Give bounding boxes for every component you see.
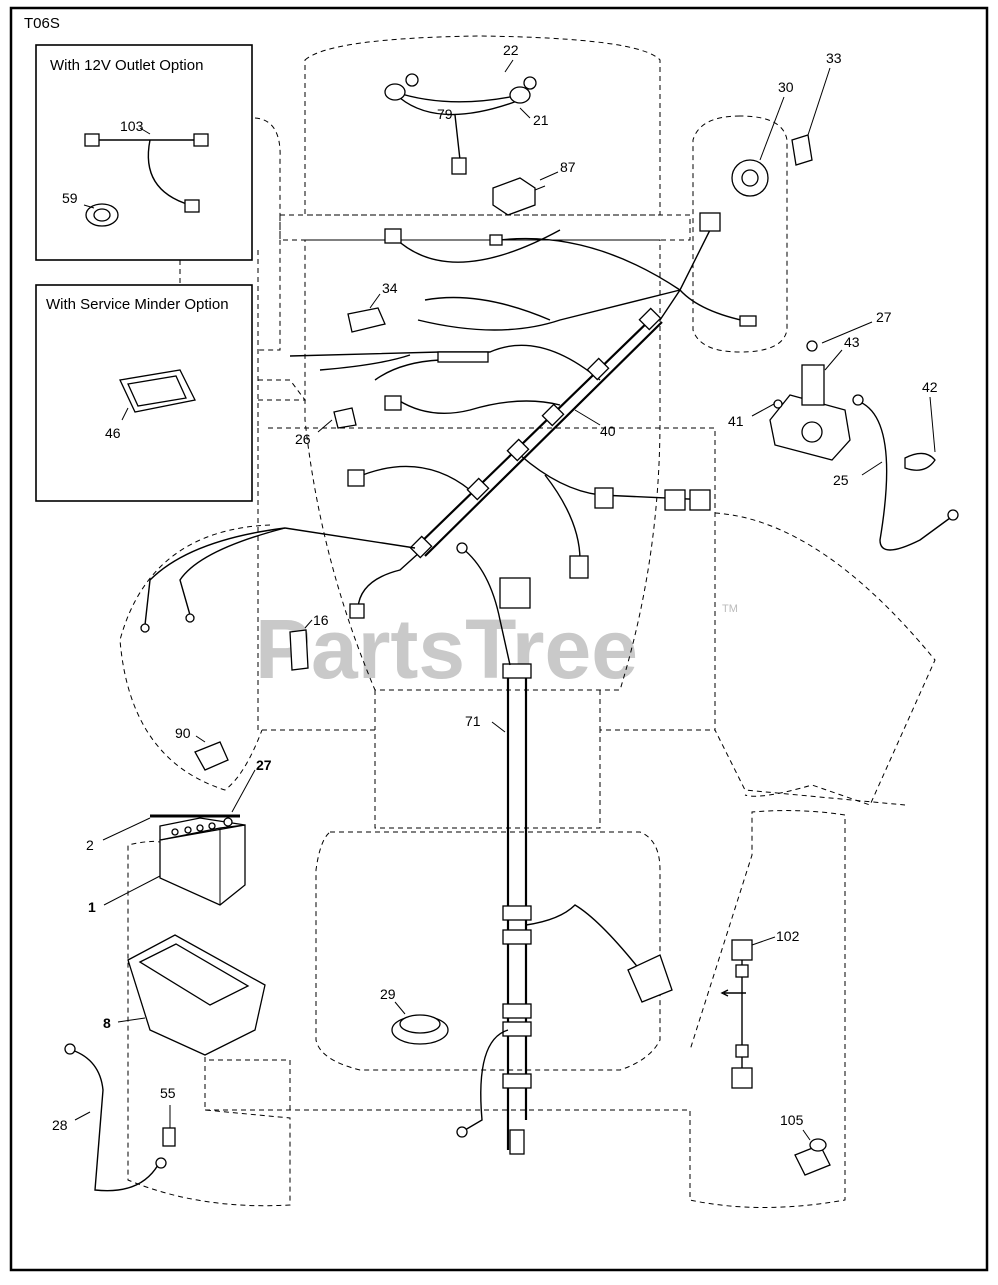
outlet-option-title: With 12V Outlet Option xyxy=(50,57,203,74)
callout-59: 59 xyxy=(62,190,78,206)
main-harness-40: 40 xyxy=(289,212,757,619)
bolt-55 xyxy=(162,1127,176,1147)
solenoid-43 xyxy=(801,364,825,406)
diagram-code: T06S xyxy=(24,15,60,32)
callout-27a: 27 xyxy=(876,309,892,325)
callout-29: 29 xyxy=(380,986,396,1002)
connector-90: 90 xyxy=(175,725,229,771)
diagram-frame xyxy=(9,6,989,1272)
callout-30: 30 xyxy=(778,79,794,95)
watermark-text: PartsTree xyxy=(255,602,638,696)
callout-103: 103 xyxy=(120,118,144,134)
boot-42 xyxy=(904,452,936,471)
headlight-harness: 22 79 21 xyxy=(384,42,549,175)
key-icon xyxy=(791,134,813,166)
callout-41: 41 xyxy=(728,413,744,429)
engine-connector-icon xyxy=(499,577,531,609)
callout-28: 28 xyxy=(52,1117,68,1133)
fuse-holder-26: 26 xyxy=(295,407,357,447)
headlight-left-icon xyxy=(384,83,406,101)
watermark-tm: TM xyxy=(722,603,738,615)
callout-55: 55 xyxy=(160,1085,176,1101)
solenoid-group: 27 43 41 42 25 xyxy=(728,309,959,551)
headlight-right-icon xyxy=(509,86,531,104)
callout-33: 33 xyxy=(826,50,842,66)
ignition-switch-30: 30 xyxy=(731,79,794,197)
callout-46: 46 xyxy=(105,425,121,441)
harness-71: 71 xyxy=(456,542,673,1155)
callout-34: 34 xyxy=(382,280,398,296)
part-105: 105 xyxy=(780,1112,831,1176)
callout-40: 40 xyxy=(600,423,616,439)
bolt-41 xyxy=(773,399,783,409)
callout-25: 25 xyxy=(833,472,849,488)
callout-90: 90 xyxy=(175,725,191,741)
outlet-option-box: With 12V Outlet Option 103 59 xyxy=(35,44,253,261)
pto-switch-icon xyxy=(347,307,386,333)
part-29: 29 xyxy=(380,986,449,1045)
outlet-connector-lower xyxy=(184,199,200,213)
battery-group: 1 2 27 8 28 55 xyxy=(52,757,272,1192)
callout-102: 102 xyxy=(776,928,800,944)
headlight-connector xyxy=(451,157,467,175)
nut-27 xyxy=(806,340,818,352)
callout-1: 1 xyxy=(88,899,96,915)
ignition-key-33: 33 xyxy=(791,50,842,166)
part-102: 102 xyxy=(720,928,800,1089)
callout-71: 71 xyxy=(465,713,481,729)
outlet-connector-right xyxy=(193,133,209,147)
callout-42: 42 xyxy=(922,379,938,395)
callout-22: 22 xyxy=(503,42,519,58)
callout-8: 8 xyxy=(103,1015,111,1031)
callout-43: 43 xyxy=(844,334,860,350)
callout-2: 2 xyxy=(86,837,94,853)
battery-icon xyxy=(159,824,246,906)
outlet-connector-left xyxy=(84,133,100,147)
machine-outlines xyxy=(119,35,936,1208)
fender-wires xyxy=(140,527,416,633)
switch-16: 16 xyxy=(289,612,329,671)
switch-34: 34 xyxy=(347,280,398,333)
callout-27b: 27 xyxy=(256,757,272,773)
seat-switch-icon xyxy=(289,629,309,671)
watermark: PartsTree TM xyxy=(255,602,738,696)
minder-option-box: With Service Minder Option 46 xyxy=(35,284,253,502)
callout-16: 16 xyxy=(313,612,329,628)
minder-option-title: With Service Minder Option xyxy=(46,296,229,313)
callout-79: 79 xyxy=(437,106,453,122)
relay-87: 87 xyxy=(492,159,576,216)
callout-105: 105 xyxy=(780,1112,804,1128)
callout-21: 21 xyxy=(533,112,549,128)
rear-switch-icon xyxy=(627,954,673,1003)
callout-87: 87 xyxy=(560,159,576,175)
callout-26: 26 xyxy=(295,431,311,447)
